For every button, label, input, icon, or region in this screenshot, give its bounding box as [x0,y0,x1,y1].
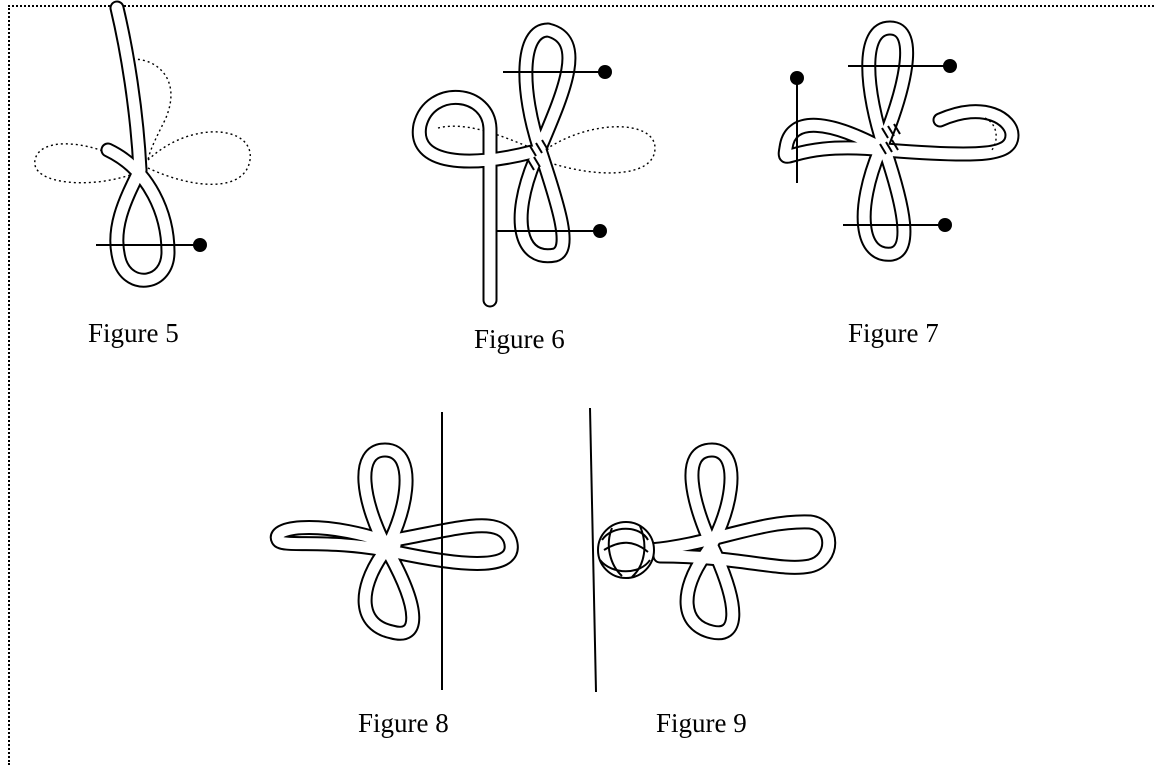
fig7-pin-top [848,59,957,73]
fig9-edge-line [589,407,597,693]
fig7-pin-bottom [843,218,952,232]
fig7-stitches [879,123,901,155]
figure-5-drawing [34,0,251,288]
fig5-cord [100,0,176,288]
fig7-ghost-end [984,117,997,153]
fig6-pin-top [503,65,612,79]
fig6-pin-bottom [497,224,607,238]
fig5-ghost-top-petal [127,58,172,161]
fig8-cord [269,442,519,641]
figure-6-caption: Figure 6 [474,324,565,354]
figure-9-drawing [589,407,837,693]
dotted-border-left [8,5,10,765]
fig6-cord [411,22,577,308]
figure-5-caption: Figure 5 [88,318,179,348]
figure-8-caption: Figure 8 [358,708,449,738]
fig9-knot-button [597,521,655,579]
fig7-cord [777,20,1020,262]
fig9-cord [642,442,837,641]
fig6-stitches [527,139,549,171]
dotted-border-top [8,5,1154,7]
figure-8-drawing [269,412,519,690]
fig5-ghost-right-petal [147,131,251,185]
fig7-pin-left [790,71,804,183]
figure-6-drawing [411,22,656,308]
fig6-ghost-right-petal [541,126,656,174]
figure-7-drawing [777,20,1020,262]
figure-7-caption: Figure 7 [848,318,939,348]
figure-9-caption: Figure 9 [656,708,747,738]
fig5-pin [96,238,207,252]
fig5-ghost-left-petal [34,143,139,184]
